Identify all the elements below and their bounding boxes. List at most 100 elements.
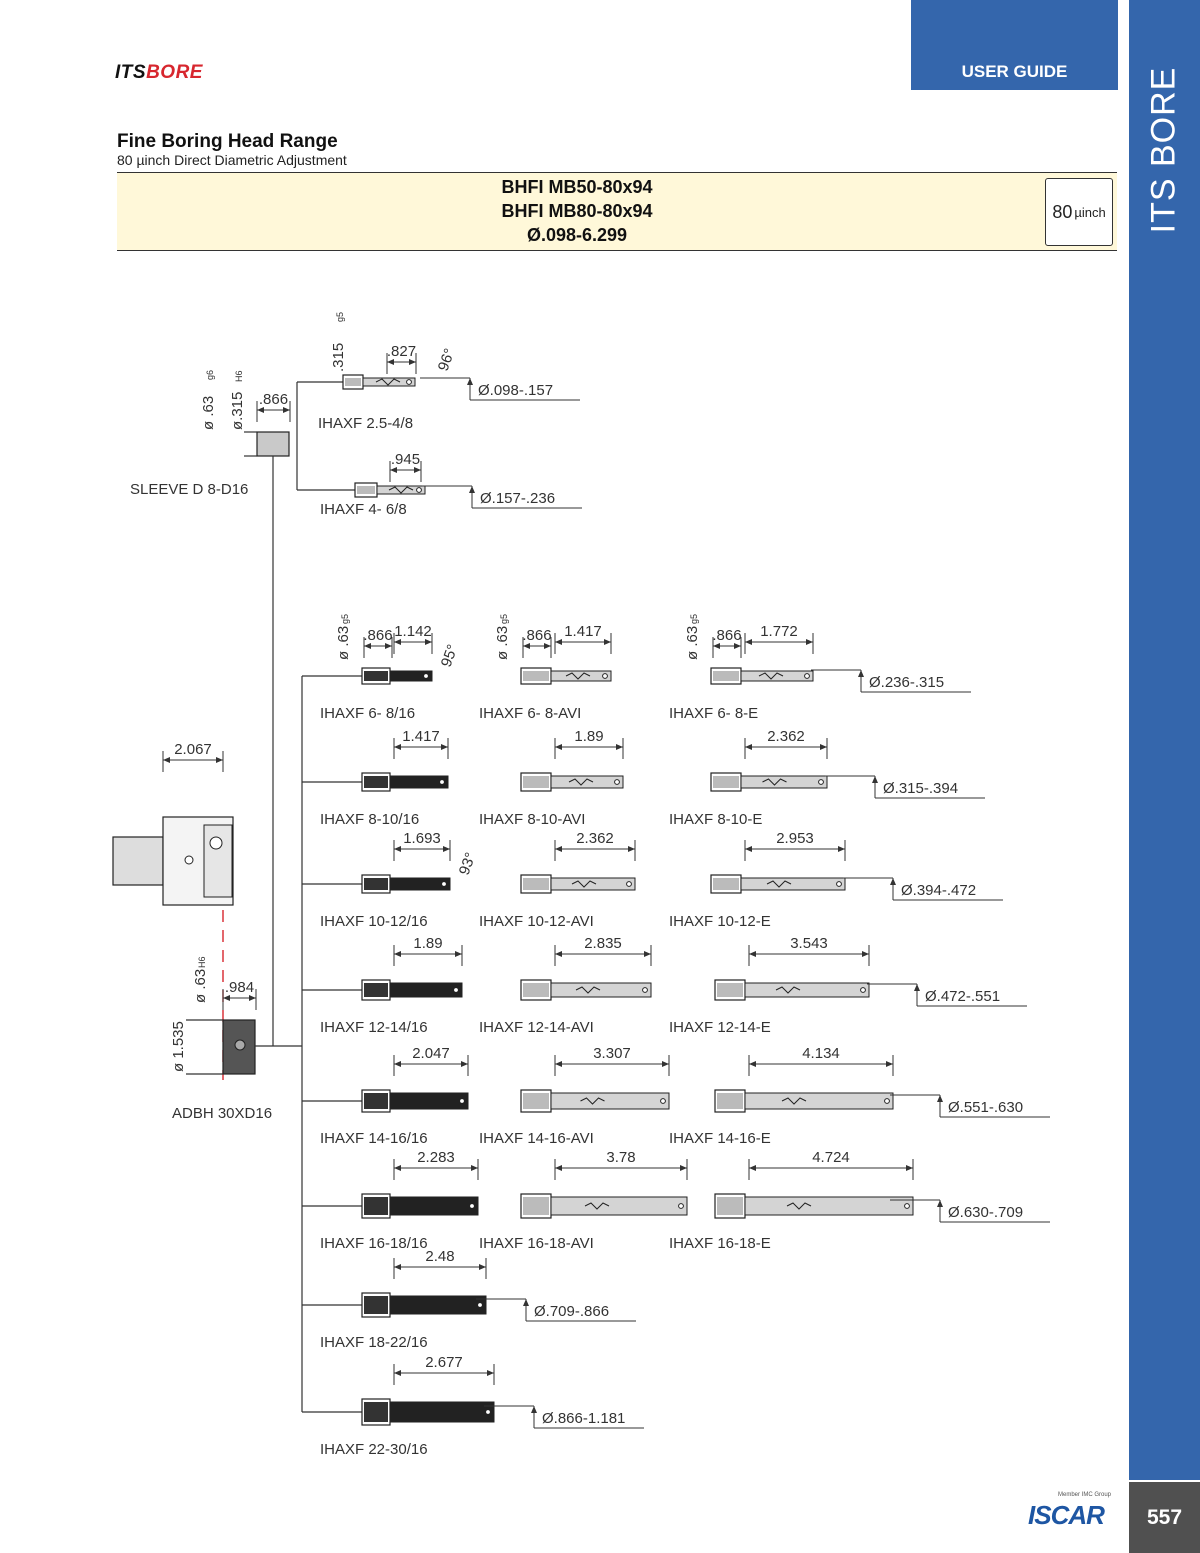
arrow-head-icon [862,951,869,957]
arrow-head-icon [471,1165,478,1171]
tool-3-0 [361,979,463,1001]
dim-value: .866 [712,627,741,644]
arrow-head-icon [555,639,562,645]
side-title: ITS BORE [1144,66,1183,234]
arrow-head-icon [820,744,827,750]
arrow-head-icon [523,643,530,649]
tool-1-2 [710,772,828,792]
tool-ihaxf-2-5-shank: .315 [330,343,347,372]
arrow-head-icon [479,1264,486,1270]
arrow-head-icon [249,995,256,1001]
arrow-head-icon [216,757,223,763]
arrow-head-icon [906,1165,913,1171]
iscar-wordmark: ISCAR [1028,1500,1105,1530]
tool-ihaxf-4-6-8 [354,482,426,498]
user-guide-label: USER GUIDE [961,62,1068,81]
range-value: Ø.236-.315 [869,674,944,691]
insert-icon [423,673,429,679]
range-ihaxf-2-5: Ø.098-.157 [420,377,580,401]
damper-wave-icon [758,672,784,680]
tool-shank-fill [713,671,739,681]
sleeve-name: SLEEVE D 8-D16 [130,481,248,498]
shank-length-dim-0: .866 [363,627,393,658]
tool-2-2-dim: 2.953 [744,830,846,861]
tool-shank-fill [717,1093,743,1109]
tool-shank-fill [364,1402,388,1422]
tool-1-1-dim: 1.89 [554,728,624,759]
damper-wave-icon [762,778,787,786]
arrow-head-icon [937,1200,943,1207]
dim-value: 1.417 [402,728,440,745]
tool-bar [389,982,463,998]
tool-0-2-name: IHAXF 6- 8-E [669,705,758,722]
tool-4-1-dim: 3.307 [554,1045,670,1076]
shank-dia-1: ø .63 [494,626,511,660]
arrow-head-icon [385,643,392,649]
insert-icon [439,779,445,785]
range-row-1: Ø.315-.394 [825,775,985,799]
dim-value: 2.283 [417,1149,455,1166]
adapter-body [222,1019,256,1075]
tool-ihaxf-2-5-dim: .827 [386,343,417,374]
arrow-head-icon [394,951,401,957]
damper-wave-icon [565,672,591,680]
range-row-3: Ø.472-.551 [867,983,1027,1007]
boring-head [112,816,234,906]
arrow-head-icon [364,643,371,649]
tool-2-1-dim: 2.362 [554,830,636,861]
tool-bar [376,485,426,495]
tool-5-0-dim: 2.283 [393,1149,479,1180]
dim-value: .984 [225,979,254,996]
arrow-head-icon [394,1264,401,1270]
tool-shank-fill [364,878,388,890]
sleeve-outer-fit: g6 [205,370,215,380]
arrow-head-icon [838,846,845,852]
page-subtitle: 80 µinch Direct Diametric Adjustment [117,152,347,168]
tool-shank-fill [364,1197,388,1215]
tool-shank-fill [523,1093,549,1109]
tool-5-2-dim: 4.724 [748,1149,914,1180]
sleeve-outer-dia: ø .63 [200,396,217,430]
tool-bar [550,982,652,998]
dim-value: 2.677 [425,1354,463,1371]
arrow-head-icon [283,407,290,413]
logo-part-bore: BORE [146,62,203,83]
tool-3-0-name: IHAXF 12-14/16 [320,1019,428,1036]
arrow-head-icon [806,639,813,645]
dim-value: 2.48 [425,1248,454,1265]
range-value: Ø.157-.236 [480,490,555,507]
adapter-bore-dia: ø .63 [192,969,209,1003]
tool-4-2 [714,1089,894,1113]
tool-7-0 [361,1398,495,1426]
arrow-head-icon [858,670,864,677]
insert-icon [453,987,459,993]
tool-bar [389,1092,469,1110]
tool-2-1 [520,874,636,894]
arrow-head-icon [734,643,741,649]
shank-fit-0: g5 [340,614,350,624]
range-row-6: Ø.709-.866 [476,1298,636,1322]
page-number: 557 [1129,1482,1200,1553]
tool-4-1 [520,1089,670,1113]
head-length-dim: 2.067 [162,741,224,772]
head-slide [203,824,233,898]
tool-ihaxf-2-5-name: IHAXF 2.5-4/8 [318,415,413,432]
arrow-head-icon [394,846,401,852]
range-row-5: Ø.630-.709 [890,1199,1050,1223]
tool-6-0 [361,1292,487,1318]
range-value: Ø.551-.630 [948,1099,1023,1116]
model-line-2: BHFI MB80-80x94 [501,201,653,221]
tool-bar [389,877,451,891]
tool-3-0-dim: 1.89 [393,935,463,966]
dim-value: 1.772 [760,623,798,640]
dim-value: 2.067 [174,741,212,758]
tool-bar [740,670,814,682]
sleeve-body [256,431,290,457]
tool-shank-fill [523,776,549,788]
dim-value: 2.362 [767,728,805,745]
insert-icon [406,379,412,385]
tool-bar [740,877,846,891]
tool-1-2-dim: 2.362 [744,728,828,759]
dim-value: 1.417 [564,623,602,640]
